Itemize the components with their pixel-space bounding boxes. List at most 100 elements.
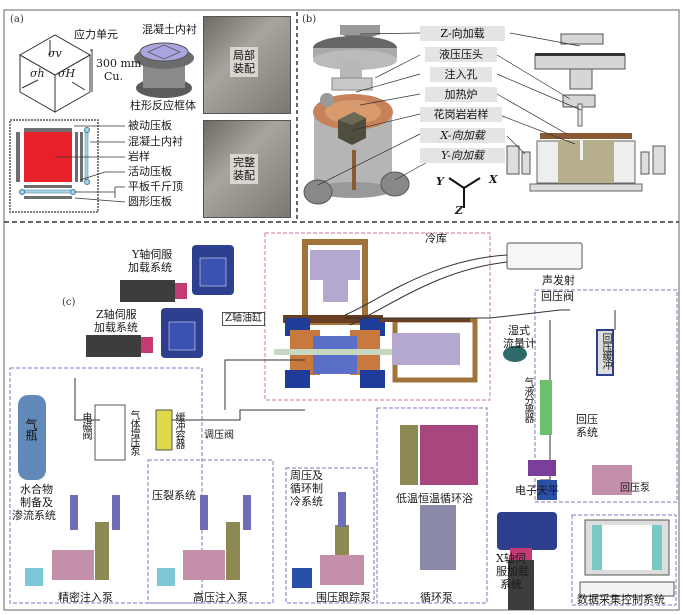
axis-triad — [448, 177, 481, 208]
cross-section-leaders — [55, 125, 126, 203]
hydrate-system-box — [9, 367, 203, 604]
gas-cylinder-label: 气瓶 — [24, 418, 38, 440]
confining-system-label-line2: 循环制 — [290, 482, 323, 495]
fracturing-system-box — [147, 459, 274, 604]
y-servo-label-line1: Y轴伺服 — [132, 248, 173, 261]
back-pressure-pump-body — [592, 465, 632, 495]
gas-liquid-separator-label: 气液分离器 — [522, 377, 533, 422]
back-pressure-pump-label: 回压泵 — [620, 483, 650, 494]
circulation-box — [376, 407, 488, 604]
acoustic-emission-device — [506, 242, 583, 270]
z-servo-motor — [86, 308, 203, 358]
cylinder-lining-label: 混凝土内衬 — [142, 23, 197, 36]
apparatus-section — [506, 33, 666, 192]
photo-full-assembly: 完整 装配 — [203, 120, 291, 218]
x-servo-label-line2: 服加载 — [496, 565, 529, 578]
back-pressure-buffer-vessel — [596, 329, 614, 376]
confining-system-label-line3: 冷系统 — [290, 495, 323, 508]
precision-pump — [25, 495, 120, 586]
daq-system-label: 数据采集控制系统 — [577, 593, 665, 606]
circulation-pump — [420, 505, 456, 570]
cold-storage-label: 冷库 — [425, 232, 447, 245]
stress-cube — [18, 34, 93, 113]
panel-a-tag: (a) — [10, 14, 24, 25]
acoustic-emission-label: 声发射 — [542, 274, 575, 287]
buffer-vessel — [155, 409, 173, 451]
high-pressure-pump-label: 高压注入泵 — [193, 591, 248, 604]
hydrate-system-label-line2: 制备及 — [20, 496, 53, 509]
low-temp-bath-label: 低温恒温循环浴 — [396, 492, 473, 505]
pressure-regulator-label: 调压阀 — [204, 430, 234, 441]
back-pressure-system-label-line1: 回压 — [576, 413, 598, 426]
confining-tracking-pump-label: 围压跟踪泵 — [316, 591, 371, 604]
label-z-loading: Z-向加载 — [420, 26, 505, 41]
cross-section-diagram — [9, 119, 99, 213]
hydrate-system-label-line3: 渗流系统 — [12, 509, 56, 522]
cs-label-active-plate: 活动压板 — [128, 165, 172, 178]
panel-b-tag: (b) — [302, 14, 317, 25]
triaxial-cell — [274, 239, 478, 388]
label-injection-hole: 注入孔 — [430, 67, 492, 82]
sigma-h-label: σh — [30, 67, 45, 80]
cold-room-boundary — [264, 232, 491, 401]
confining-tracking-pump — [292, 492, 364, 588]
x-servo-label-line1: X轴伺 — [496, 552, 526, 565]
y-servo-label-line2: 加载系统 — [128, 261, 172, 274]
cube-size-line2: Cu. — [104, 70, 123, 83]
back-pressure-system-label-line2: 系统 — [576, 426, 598, 439]
axis-z-label: Z — [455, 204, 464, 217]
cube-size-line1: 300 mm — [96, 57, 142, 70]
fracturing-system-label: 压裂系统 — [152, 489, 196, 502]
z-axis-cylinder-label: Z轴油缸 — [222, 312, 265, 326]
solenoid-valve-label: 电磁阀 — [80, 412, 91, 439]
cs-label-rock-sample: 岩样 — [128, 150, 150, 163]
wet-flowmeter — [503, 346, 527, 362]
daq-computer — [579, 519, 675, 597]
gas-booster-pump-label: 气体增压泵 — [128, 410, 139, 455]
apparatus-3d — [303, 25, 410, 205]
axis-x-label: X — [489, 173, 498, 186]
wet-flowmeter-label-line1: 湿式 — [508, 324, 530, 337]
gas-cylinder — [18, 395, 46, 480]
cs-label-flat-jack: 平板千斤顶 — [128, 180, 183, 193]
wet-flowmeter-label-line2: 流量计 — [503, 337, 536, 350]
label-hydraulic-head: 液压压头 — [425, 47, 497, 62]
photo-partial-assembly: 局部 装配 — [203, 16, 291, 114]
electronic-balance-beaker — [528, 460, 556, 476]
photo-partial-label-line2: 装配 — [233, 62, 255, 75]
outer-border — [3, 9, 680, 611]
x-servo-motor — [497, 512, 557, 610]
cs-label-passive-plate: 被动压板 — [128, 119, 172, 132]
label-granite-sample: 花岗岩岩样 — [420, 107, 502, 122]
gas-liquid-separator — [540, 380, 552, 435]
photo-partial-label-line1: 局部 — [233, 49, 255, 62]
photo-full-label-line2: 装配 — [233, 169, 255, 182]
panel-b-leaders — [317, 32, 582, 186]
confining-system-box — [285, 467, 375, 604]
buffer-vessel-label: 缓冲容器 — [173, 412, 184, 448]
cylinder-frame-icon — [134, 42, 194, 98]
label-x-loading: X-向加载 — [420, 128, 505, 143]
sigma-H-arrow — [71, 81, 86, 91]
sigma-v-label: σv — [48, 47, 62, 60]
photo-full-label-line1: 完整 — [233, 156, 255, 169]
x-servo-label-line3: 系统 — [500, 578, 522, 591]
label-y-loading: Y-向加载 — [420, 148, 505, 163]
panel-c-tag: (c) — [62, 297, 76, 308]
label-heating-furnace: 加热炉 — [425, 87, 497, 102]
axis-y-label: Y — [436, 175, 444, 188]
precision-pump-label: 精密注入泵 — [58, 591, 113, 604]
back-pressure-box — [534, 289, 678, 503]
cs-label-circular-plate: 圆形压板 — [128, 195, 172, 208]
cs-label-concrete-lining: 混凝土内衬 — [128, 135, 183, 148]
electronic-balance-label: 电子天平 — [515, 484, 559, 497]
daq-box — [571, 514, 677, 606]
hydrate-system-label-line1: 水合物 — [20, 483, 53, 496]
cylinder-frame-label: 柱形反应框体 — [130, 99, 196, 112]
z-servo-label-line2: 加载系统 — [94, 321, 138, 334]
sigma-H-label: σH — [58, 67, 76, 80]
low-temp-bath — [420, 425, 478, 485]
stress-unit-title: 应力单元 — [74, 28, 118, 41]
z-servo-label-line1: Z轴伺服 — [96, 308, 137, 321]
